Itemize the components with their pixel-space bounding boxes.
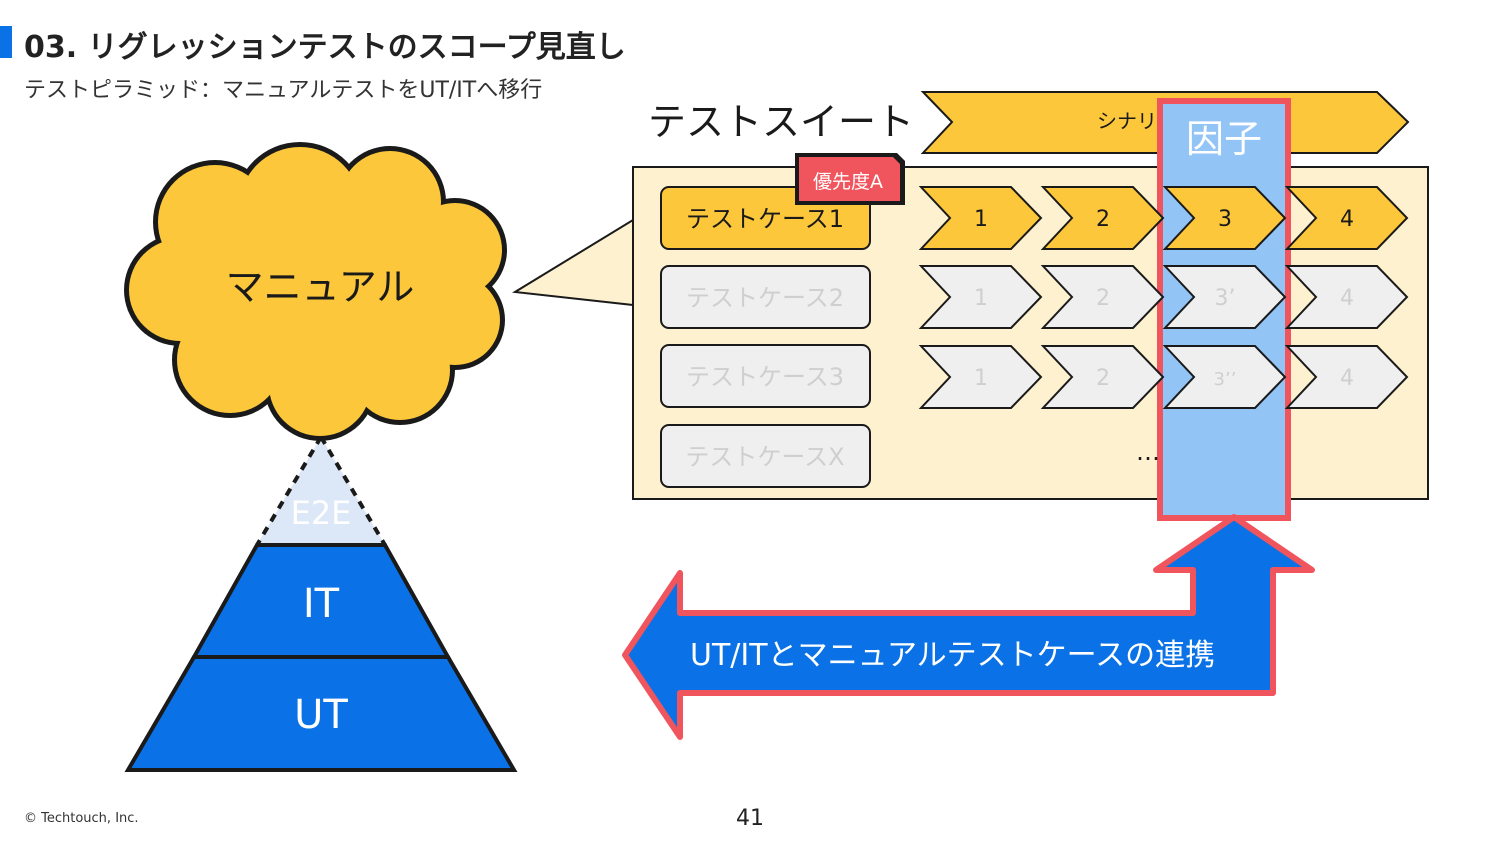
step-label: 1 [974,366,988,391]
pyramid-e2e-label: E2E [291,494,352,532]
callout-wedge [511,218,634,307]
step-chevron [1162,345,1287,409]
copyright: © Techtouch, Inc. [24,811,139,826]
title-accent-bar [0,26,12,58]
priority-tag: 優先度A [795,153,905,205]
pyramid-ut-layer [124,655,518,772]
manual-cloud-label: マニュアル [226,265,415,309]
step-label: 3’’ [1214,369,1237,390]
test-case-3-box[interactable] [660,344,871,408]
link-arrow [622,514,1315,740]
step-chevron [1040,186,1165,250]
step-label: 3’ [1215,286,1236,311]
step-label: 4 [1340,366,1354,391]
step-label: 2 [1096,286,1110,311]
step-label: 4 [1340,286,1354,311]
test-case-x-label: テストケースX [685,443,844,471]
step-label: 1 [974,286,988,311]
step-chevron [1040,345,1165,409]
manual-cloud: マニュアル [124,142,507,441]
pyramid-it-label: IT [303,581,340,627]
step-chevron [1040,265,1165,329]
step-label: 1 [974,207,988,232]
step-chevron [1284,265,1409,329]
step-chevron [918,186,1043,250]
factor-label: 因子 [1186,117,1262,161]
test-case-x-box[interactable] [660,424,871,488]
test-pyramid: E2E IT UT [124,435,518,772]
test-case-2-label: テストケース2 [686,284,844,312]
step-label: 2 [1096,207,1110,232]
suite-title: テストスイート [648,100,914,144]
pyramid-e2e-layer [257,437,385,545]
test-case-2-box[interactable] [660,265,871,329]
more-steps-ellipsis: … [1136,438,1160,466]
step-chevron [1162,265,1287,329]
page-number: 41 [736,806,764,831]
test-case-list: テストケース1 テストケース2 テストケース3 テストケースX [660,186,871,488]
page-title: 03. リグレッションテストのスコープ見直し [24,30,626,65]
priority-tag-label: 優先度A [813,171,883,193]
page-subtitle: テストピラミッド：マニュアルテストをUT/ITへ移行 [24,78,543,103]
pyramid-ut-label: UT [294,692,348,738]
step-chevrons: 1 2 3 4 1 2 3’ 4 1 2 3’’ 4 … [918,186,1409,466]
test-case-1-label: テストケース1 [686,205,844,233]
link-arrow-label: UT/ITとマニュアルテストケースの連携 [690,638,1215,673]
step-label: 2 [1096,366,1110,391]
step-chevron [1284,345,1409,409]
step-label: 4 [1340,207,1354,232]
step-chevron [918,345,1043,409]
step-chevron [918,265,1043,329]
step-chevron [1284,186,1409,250]
step-label: 3 [1218,207,1232,232]
test-case-3-label: テストケース3 [686,363,844,391]
step-chevron [1162,186,1287,250]
